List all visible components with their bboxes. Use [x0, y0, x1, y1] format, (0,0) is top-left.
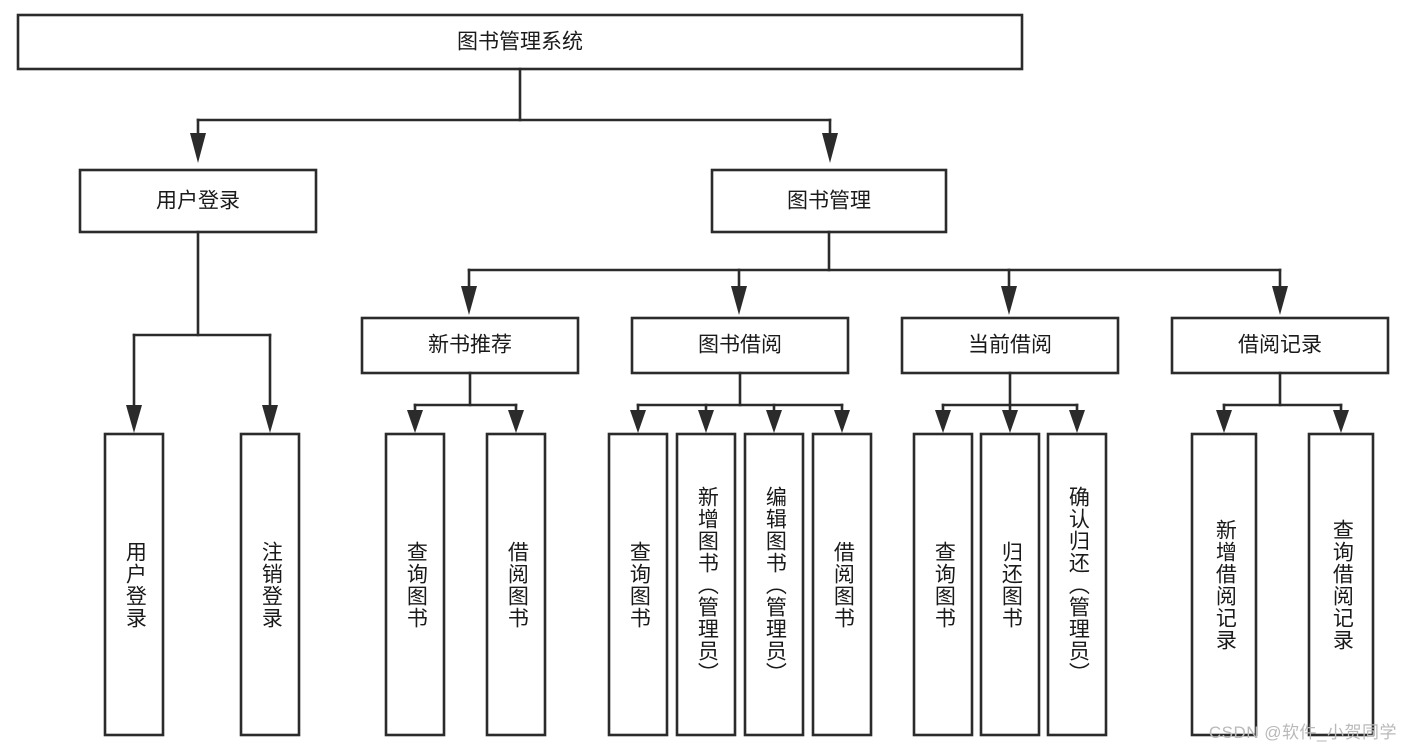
leaf-borrow-edit-box[interactable]	[743, 432, 805, 737]
node-user-login[interactable]: 用户登录	[78, 168, 318, 234]
leaf-record-query-box[interactable]	[1307, 432, 1375, 737]
node-root[interactable]: 图书管理系统	[16, 13, 1024, 71]
leaf-current-return-box[interactable]	[979, 432, 1041, 737]
node-book-management[interactable]: 图书管理	[710, 168, 948, 234]
leaf-user-login-box[interactable]	[103, 432, 165, 737]
node-root-box	[16, 13, 1024, 71]
arrow-login-to-leaf-2	[262, 405, 278, 433]
node-user-login-label: 用户登录	[156, 190, 240, 213]
node-root-label: 图书管理系统	[457, 31, 583, 54]
node-new-book-recommend-label: 新书推荐	[428, 334, 512, 357]
leaf-borrow-add-box[interactable]	[675, 432, 737, 737]
node-new-book-recommend[interactable]: 新书推荐	[360, 316, 580, 375]
arrow-login-to-leaf-1	[126, 405, 142, 433]
csdn-watermark: CSDN @软件_小贺同学	[1208, 723, 1397, 742]
node-book-borrow-box	[630, 316, 850, 375]
leaf-current-query-box[interactable]	[912, 432, 974, 737]
leaf-current-confirm-box[interactable]	[1046, 432, 1108, 737]
arrow-borrow-to-leaf-4	[834, 410, 850, 433]
node-new-book-recommend-box	[360, 316, 580, 375]
arrow-record-to-leaf-2	[1333, 410, 1349, 433]
leaf-borrow-query-box[interactable]	[607, 432, 669, 737]
leaf-newbook-borrow-box[interactable]	[485, 432, 547, 737]
arrow-borrow-to-leaf-3	[766, 410, 782, 433]
node-current-borrow[interactable]: 当前借阅	[900, 316, 1120, 375]
node-current-borrow-label: 当前借阅	[968, 334, 1052, 357]
arrow-bookmgmt-to-current	[1001, 286, 1017, 315]
leaf-newbook-query-box[interactable]	[384, 432, 446, 737]
arrow-current-to-leaf-1	[935, 410, 951, 433]
leaf-record-add-box[interactable]	[1190, 432, 1258, 737]
node-borrow-record[interactable]: 借阅记录	[1170, 316, 1390, 375]
node-current-borrow-box	[900, 316, 1120, 375]
node-borrow-record-label: 借阅记录	[1238, 334, 1322, 357]
arrow-record-to-leaf-1	[1216, 410, 1232, 433]
leaf-logout-box[interactable]	[239, 432, 301, 737]
node-book-borrow[interactable]: 图书借阅	[630, 316, 850, 375]
arrow-root-to-bookmgmt	[822, 133, 838, 163]
arrow-current-to-leaf-3	[1069, 410, 1085, 433]
arrow-newbook-to-leaf-2	[508, 410, 524, 433]
node-borrow-record-box	[1170, 316, 1390, 375]
arrow-bookmgmt-to-newbook	[461, 286, 477, 315]
arrow-root-to-login	[190, 133, 206, 163]
arrow-bookmgmt-to-record	[1272, 286, 1288, 315]
leaf-borrow-lend-box[interactable]	[811, 432, 873, 737]
arrow-borrow-to-leaf-2	[698, 410, 714, 433]
arrow-borrow-to-leaf-1	[630, 410, 646, 433]
arrow-current-to-leaf-2	[1002, 410, 1018, 433]
node-book-borrow-label: 图书借阅	[698, 334, 782, 357]
node-book-management-box	[710, 168, 948, 234]
arrow-newbook-to-leaf-1	[407, 410, 423, 433]
arrow-bookmgmt-to-borrow	[731, 286, 747, 315]
node-book-management-label: 图书管理	[787, 190, 871, 213]
